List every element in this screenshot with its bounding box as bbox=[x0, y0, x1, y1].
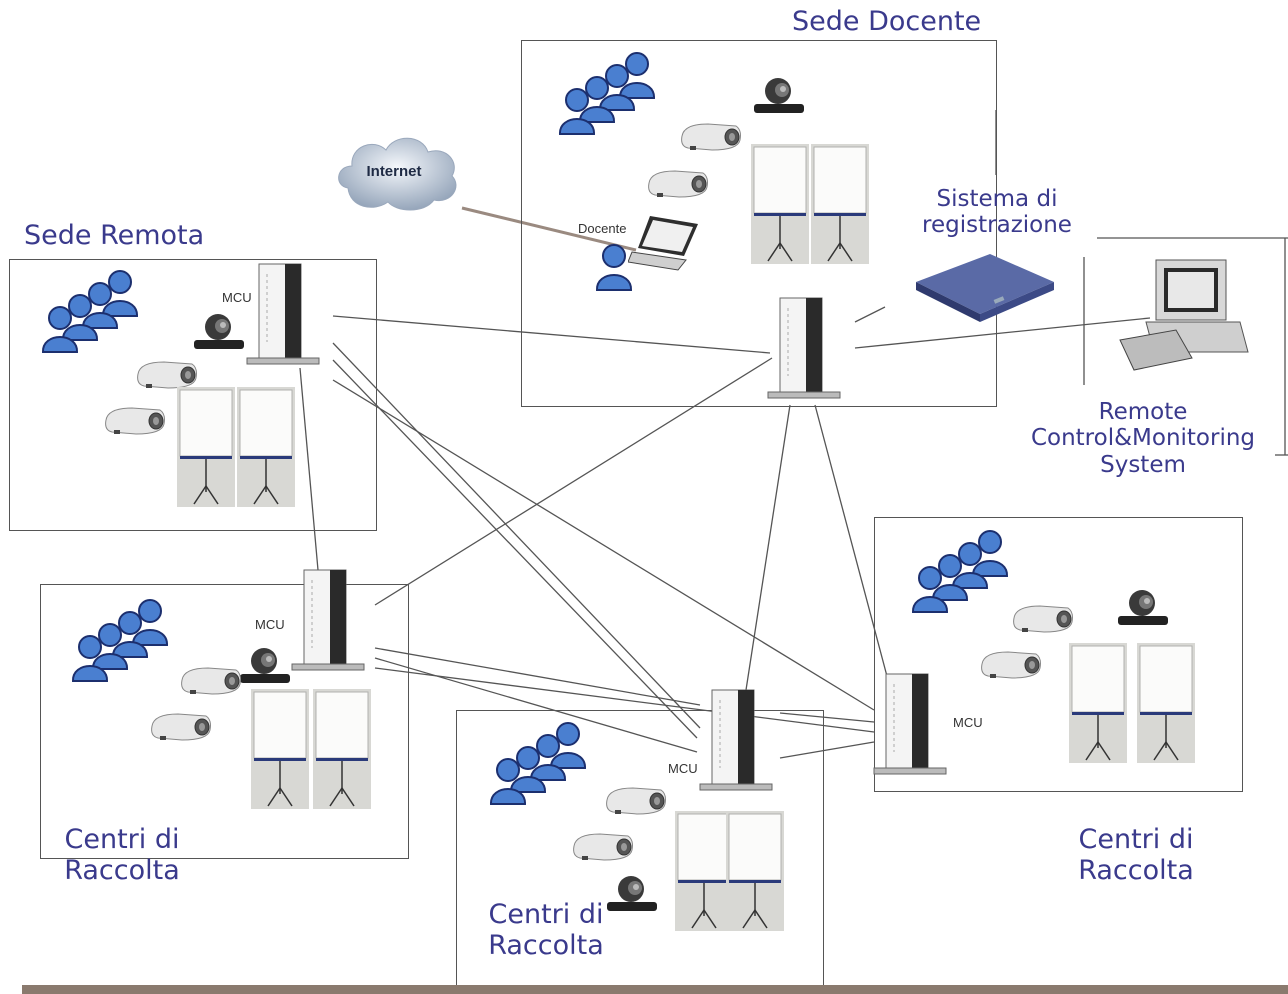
screen-docente-2 bbox=[811, 144, 869, 264]
recording-device-icon bbox=[916, 254, 1054, 322]
people-group-centri-right bbox=[911, 530, 1009, 613]
link-remota-docente bbox=[332, 315, 771, 354]
people-group-remota bbox=[41, 270, 139, 353]
camera-docente bbox=[754, 78, 804, 113]
projector-docente-1 bbox=[681, 123, 741, 151]
link-remota-mcu-right bbox=[332, 379, 875, 711]
link-left-mcu-mid-2 bbox=[374, 657, 698, 753]
site-label-docente: Sede Docente bbox=[792, 6, 982, 37]
link-internet-laptop bbox=[461, 206, 637, 252]
link-left-mcu-right bbox=[374, 667, 875, 733]
site-box-remota bbox=[9, 259, 377, 531]
recording-system-label: Sistema di registrazione bbox=[922, 186, 1072, 239]
projector-centri-mid-1 bbox=[606, 787, 666, 815]
screen-centri-right-1 bbox=[1069, 643, 1127, 763]
internet-label: Internet bbox=[366, 163, 421, 180]
projector-docente-2 bbox=[648, 170, 708, 198]
people-group-centri-left bbox=[71, 599, 169, 682]
mcu-server-remota bbox=[246, 263, 320, 365]
link-left-docente bbox=[374, 357, 773, 606]
site-label-centri-left: Centri di Raccolta bbox=[64, 824, 180, 887]
mcu-server-centri-mid bbox=[699, 689, 773, 791]
link-docente-pc bbox=[854, 317, 1151, 349]
link-docente-recorder bbox=[854, 306, 886, 323]
mcu-server-centri-left bbox=[291, 569, 365, 671]
projector-centri-mid-2 bbox=[573, 833, 633, 861]
camera-centri-mid bbox=[607, 876, 657, 911]
screen-remota-1 bbox=[177, 387, 235, 507]
link-remota-mcu-left bbox=[299, 367, 319, 571]
screen-centri-right-2 bbox=[1137, 643, 1195, 763]
link-remota-mcu-mid-2 bbox=[332, 359, 698, 739]
projector-centri-left-2 bbox=[151, 713, 211, 741]
mcu-server-docente bbox=[767, 297, 841, 399]
camera-centri-left bbox=[240, 648, 290, 683]
monitoring-computer-icon bbox=[1119, 259, 1249, 371]
link-docente-mcu-mid bbox=[745, 404, 791, 691]
screen-centri-mid-2 bbox=[726, 811, 784, 931]
projector-remota-1 bbox=[137, 361, 197, 389]
projector-remota-2 bbox=[105, 407, 165, 435]
link-mid-right-1 bbox=[779, 712, 875, 723]
camera-centri-right bbox=[1118, 590, 1168, 625]
mcu-label-left: MCU bbox=[255, 617, 285, 632]
site-box-docente bbox=[521, 40, 997, 407]
laptop-icon bbox=[628, 216, 698, 271]
screen-centri-left-2 bbox=[313, 689, 371, 809]
site-label-remota: Sede Remota bbox=[24, 220, 205, 251]
projector-centri-right-1 bbox=[1013, 605, 1073, 633]
projector-centri-right-2 bbox=[981, 651, 1041, 679]
site-label-centri-mid: Centri di Raccolta bbox=[488, 899, 604, 962]
people-group-centri-mid bbox=[489, 722, 587, 805]
docente-user-label: Docente bbox=[578, 221, 627, 236]
monitoring-system-label: Remote Control&Monitoring System bbox=[1030, 399, 1256, 478]
projector-centri-left-1 bbox=[181, 667, 241, 695]
screen-docente-1 bbox=[751, 144, 809, 264]
internet-cloud-icon: Internet bbox=[338, 137, 457, 211]
camera-remota bbox=[194, 314, 244, 349]
screen-centri-left-1 bbox=[251, 689, 309, 809]
mcu-label-mid: MCU bbox=[668, 761, 698, 776]
site-box-centri-left bbox=[40, 584, 409, 859]
footer-bar bbox=[22, 985, 1288, 994]
mcu-server-centri-right bbox=[873, 673, 947, 775]
site-label-centri-right: Centri di Raccolta bbox=[1078, 824, 1194, 887]
link-left-mcu-mid-1 bbox=[374, 647, 701, 706]
screen-remota-2 bbox=[237, 387, 295, 507]
link-docente-mcu-right bbox=[814, 404, 889, 681]
people-group-docente bbox=[558, 52, 656, 135]
mcu-label-remota: MCU bbox=[222, 290, 252, 305]
screen-centri-mid-1 bbox=[675, 811, 733, 931]
site-box-centri-right bbox=[874, 517, 1243, 792]
mcu-label-right: MCU bbox=[953, 715, 983, 730]
link-mid-right-2 bbox=[779, 741, 875, 759]
link-remota-mcu-mid-1 bbox=[332, 342, 701, 729]
docente-person-icon bbox=[595, 244, 633, 291]
